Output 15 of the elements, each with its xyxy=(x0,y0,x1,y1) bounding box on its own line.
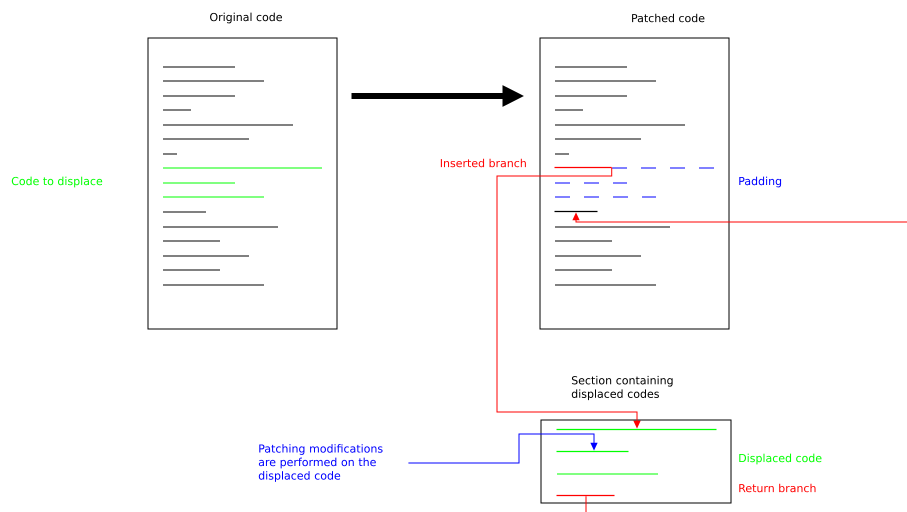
note-text: Patching modifications are performed on the displaced code xyxy=(258,444,383,482)
callout-label: Code to displace xyxy=(12,176,102,188)
box-heading: Patched code xyxy=(632,14,704,22)
callout-label: Inserted branch xyxy=(440,158,526,168)
code-line xyxy=(554,166,612,168)
box-heading: Section containing displaced codes xyxy=(572,376,673,400)
code-line xyxy=(556,494,614,496)
arrow xyxy=(408,434,598,464)
box-heading: Original code xyxy=(210,12,282,24)
code-line xyxy=(556,450,628,452)
callout-label: Return branch xyxy=(739,484,816,492)
code-line xyxy=(556,428,716,430)
callout-label: Padding xyxy=(739,176,782,188)
code-line xyxy=(554,210,598,212)
callout-label: Displaced code xyxy=(739,454,822,464)
